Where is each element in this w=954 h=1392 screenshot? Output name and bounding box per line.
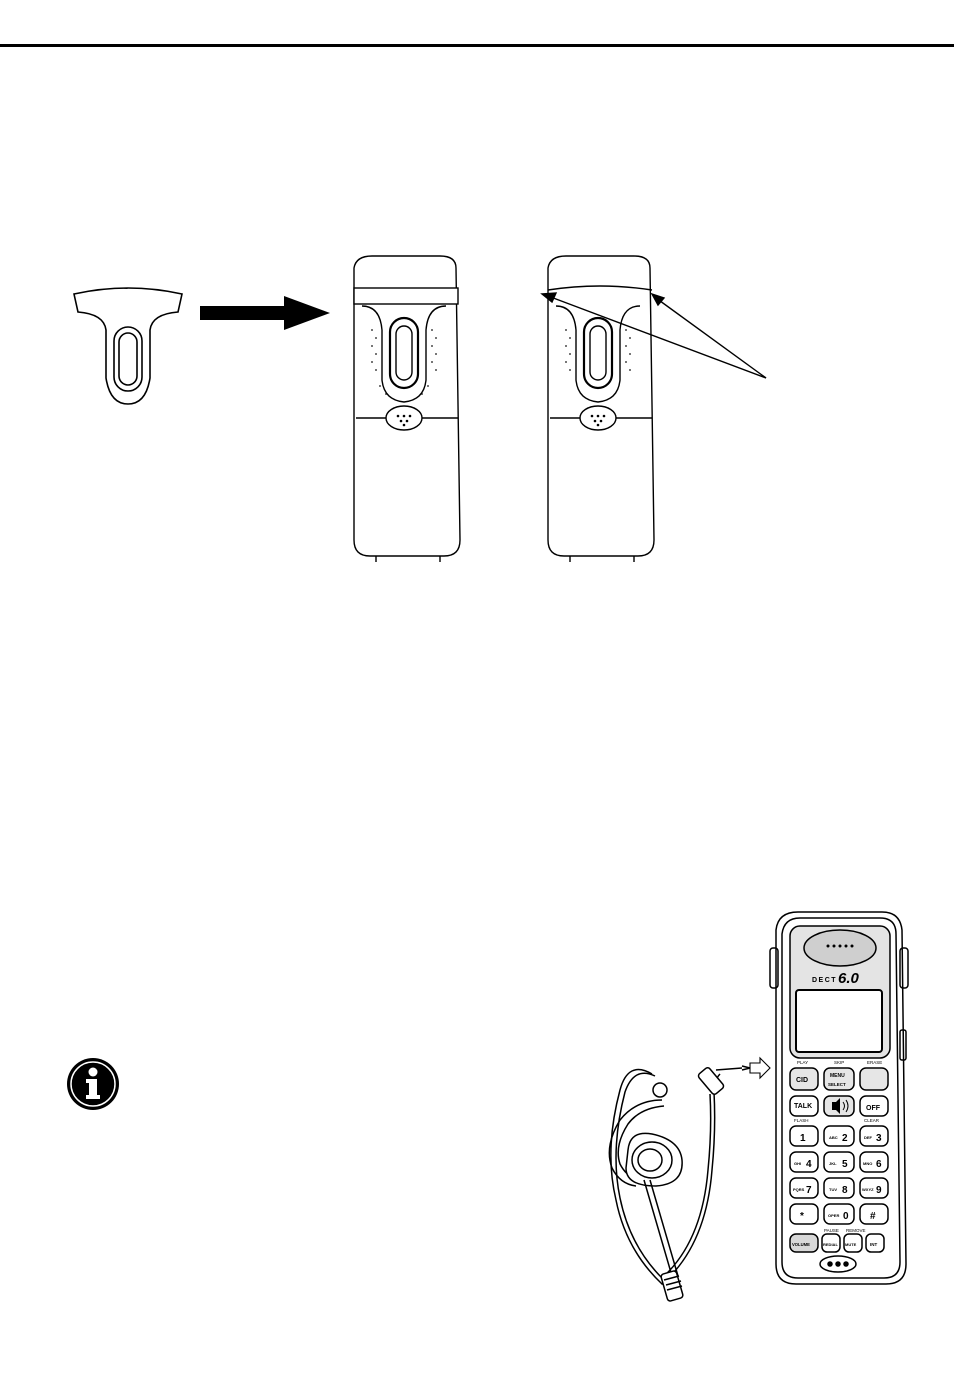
volume-key[interactable]: VOLUME (792, 1242, 810, 1247)
key-2-letters: ABC (829, 1135, 838, 1140)
key-0[interactable]: 0 (843, 1211, 849, 1222)
remove-label: REMOVE (846, 1228, 866, 1233)
play-label: PLAY (797, 1060, 808, 1065)
key-8[interactable]: 8 (842, 1185, 848, 1196)
key-3-letters: DEF (864, 1135, 873, 1140)
key-4-letters: GHI (794, 1161, 801, 1166)
dect-logo-prefix: DECT (812, 977, 837, 984)
key-star[interactable]: * (800, 1211, 804, 1222)
handset-front-drawing: DECT 6.0 PLAY SKIP ERASE FLASH CLEAR PAU… (576, 905, 916, 1295)
key-3[interactable]: 3 (876, 1133, 882, 1144)
key-2[interactable]: 2 (842, 1133, 848, 1144)
insert-arrow-icon (200, 296, 330, 330)
key-5-letters: JKL (829, 1161, 837, 1166)
key-7-letters: PQRS (793, 1187, 805, 1192)
off-key[interactable]: OFF (866, 1105, 881, 1112)
handset-front: DECT 6.0 PLAY SKIP ERASE FLASH CLEAR PAU… (576, 905, 916, 1300)
handset-back-with-clip-icon (354, 256, 460, 562)
dect-logo-version: 6.0 (838, 970, 860, 987)
clear-label: CLEAR (864, 1118, 880, 1123)
pause-label: PAUSE (824, 1228, 839, 1233)
key-0-letters: OPER (828, 1213, 839, 1218)
belt-clip-illustration (0, 0, 954, 620)
redial-key[interactable]: REDIAL (823, 1242, 838, 1247)
erase-label: ERASE (867, 1060, 882, 1065)
key-9-letters: WXYZ (862, 1187, 874, 1192)
select-key[interactable]: SELECT (828, 1082, 846, 1087)
menu-key[interactable]: MENU (830, 1073, 845, 1079)
mute-key[interactable]: MUTE (845, 1242, 857, 1247)
cid-key[interactable]: CID (796, 1077, 808, 1084)
key-8-letters: TUV (829, 1187, 837, 1192)
key-7[interactable]: 7 (806, 1185, 812, 1196)
key-1[interactable]: 1 (800, 1133, 806, 1144)
info-icon (66, 1057, 120, 1111)
key-4[interactable]: 4 (806, 1159, 812, 1170)
key-6-letters: MNO (863, 1161, 872, 1166)
key-9[interactable]: 9 (876, 1185, 882, 1196)
int-key[interactable]: INT (870, 1242, 878, 1247)
key-hash[interactable]: # (870, 1211, 876, 1222)
belt-clip-icon (74, 288, 182, 404)
skip-label: SKIP (834, 1060, 844, 1065)
key-6[interactable]: 6 (876, 1159, 882, 1170)
talk-key[interactable]: TALK (794, 1103, 812, 1110)
flash-label: FLASH (794, 1118, 809, 1123)
key-5[interactable]: 5 (842, 1159, 848, 1170)
